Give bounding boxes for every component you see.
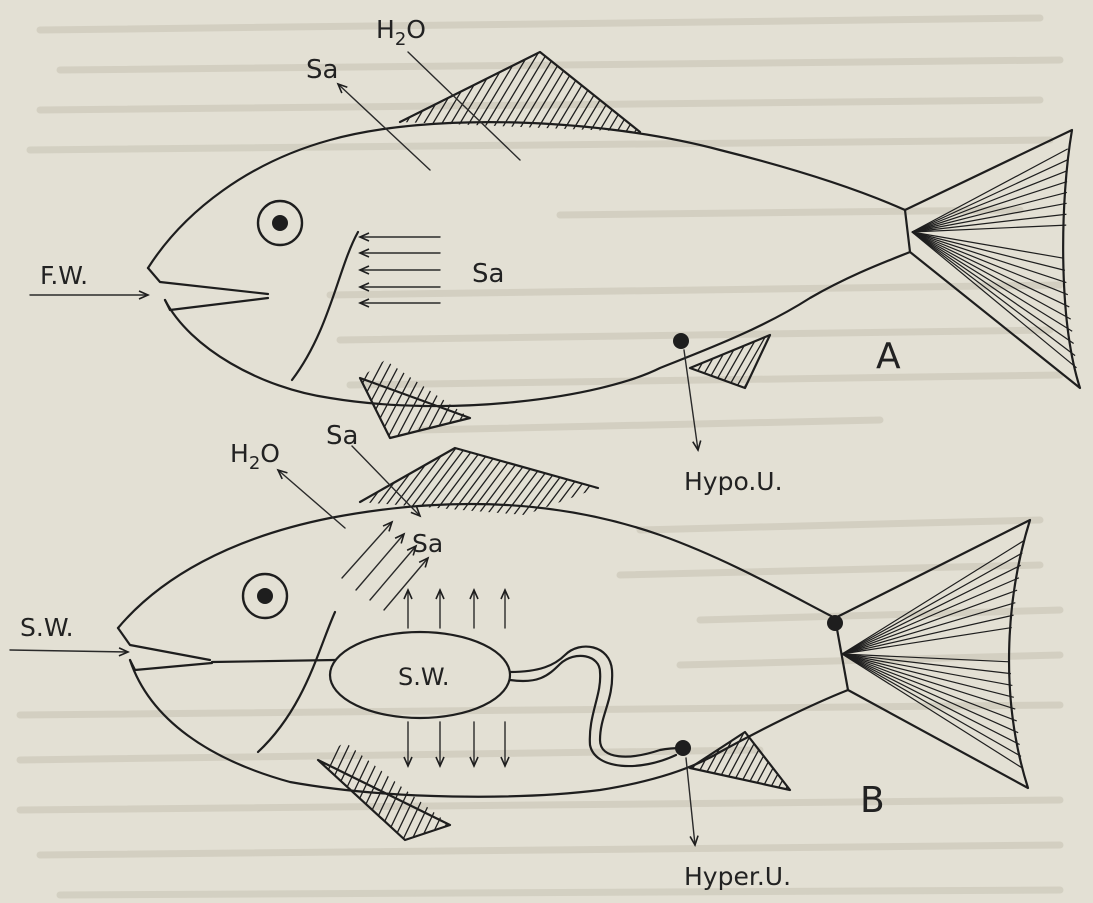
fish-b-salt-in-label: Sa <box>326 421 358 451</box>
fish-b-urine-label: Hyper.U. <box>684 862 791 891</box>
fish-a-panel-label: A <box>876 336 901 377</box>
fish-b-lower-jaw <box>130 660 212 670</box>
fish-b-salt-line <box>352 446 420 516</box>
fish-a-back-outline <box>148 122 905 268</box>
fish-a-gill-salt-uptake-arrows <box>360 237 440 303</box>
fish-a-water-label: H2O <box>376 15 426 50</box>
fish-b-belly-outline <box>130 660 848 797</box>
fish-b-urine-arrow <box>686 758 695 845</box>
fish-a-medium-label: F.W. <box>40 261 88 290</box>
fish-a: H2O Sa Sa F.W. A Hypo.U. <box>30 15 1080 496</box>
fish-b-back-outline <box>118 504 835 628</box>
fish-b-tail-fin <box>835 520 1030 788</box>
fish-a-eye <box>258 201 302 245</box>
fish-a-pelvic-fin <box>330 350 524 445</box>
fish-a-salt-loss-arrow <box>338 84 430 170</box>
fish-b-water-loss-arrow <box>278 470 345 528</box>
fish-b-upper-jaw <box>118 628 210 660</box>
fish-b-gut-outflow-arrows <box>408 722 505 766</box>
fish-b-gut <box>212 632 683 766</box>
fish-b-salt-gills-label: Sa <box>412 529 443 558</box>
fish-a-belly-outline <box>165 252 910 406</box>
fish-a-salt-out-label: Sa <box>306 55 338 85</box>
fish-a-urine-label: Hypo.U. <box>684 467 783 496</box>
fish-b-medium-label: S.W. <box>20 613 74 642</box>
fish-b-gut-absorption-arrows <box>408 590 505 628</box>
fish-b-panel-label: B <box>860 780 885 821</box>
fish-a-salt-gills-label: Sa <box>472 259 504 289</box>
fish-b-eye <box>243 574 287 618</box>
fish-b-water-label: H2O <box>230 439 280 474</box>
fish-b-tail-notch-dot <box>827 615 843 631</box>
fish-b-dorsal-fin <box>330 440 678 520</box>
fish-a-water-line <box>408 52 520 160</box>
fish-a-upper-jaw <box>148 268 268 294</box>
fish-b-sea-water-intake-arrow <box>10 650 128 652</box>
fish-a-urinary-pore <box>673 333 689 349</box>
fish-b-gut-label: S.W. <box>398 663 449 691</box>
fish-a-lower-jaw <box>165 298 268 310</box>
fish-b: H2O Sa Sa S.W. S.W. B Hyper.U. <box>10 421 1030 891</box>
fish-a-tail-fin <box>905 130 1080 388</box>
fish-a-operculum <box>292 232 358 380</box>
fish-b-operculum <box>258 612 335 752</box>
